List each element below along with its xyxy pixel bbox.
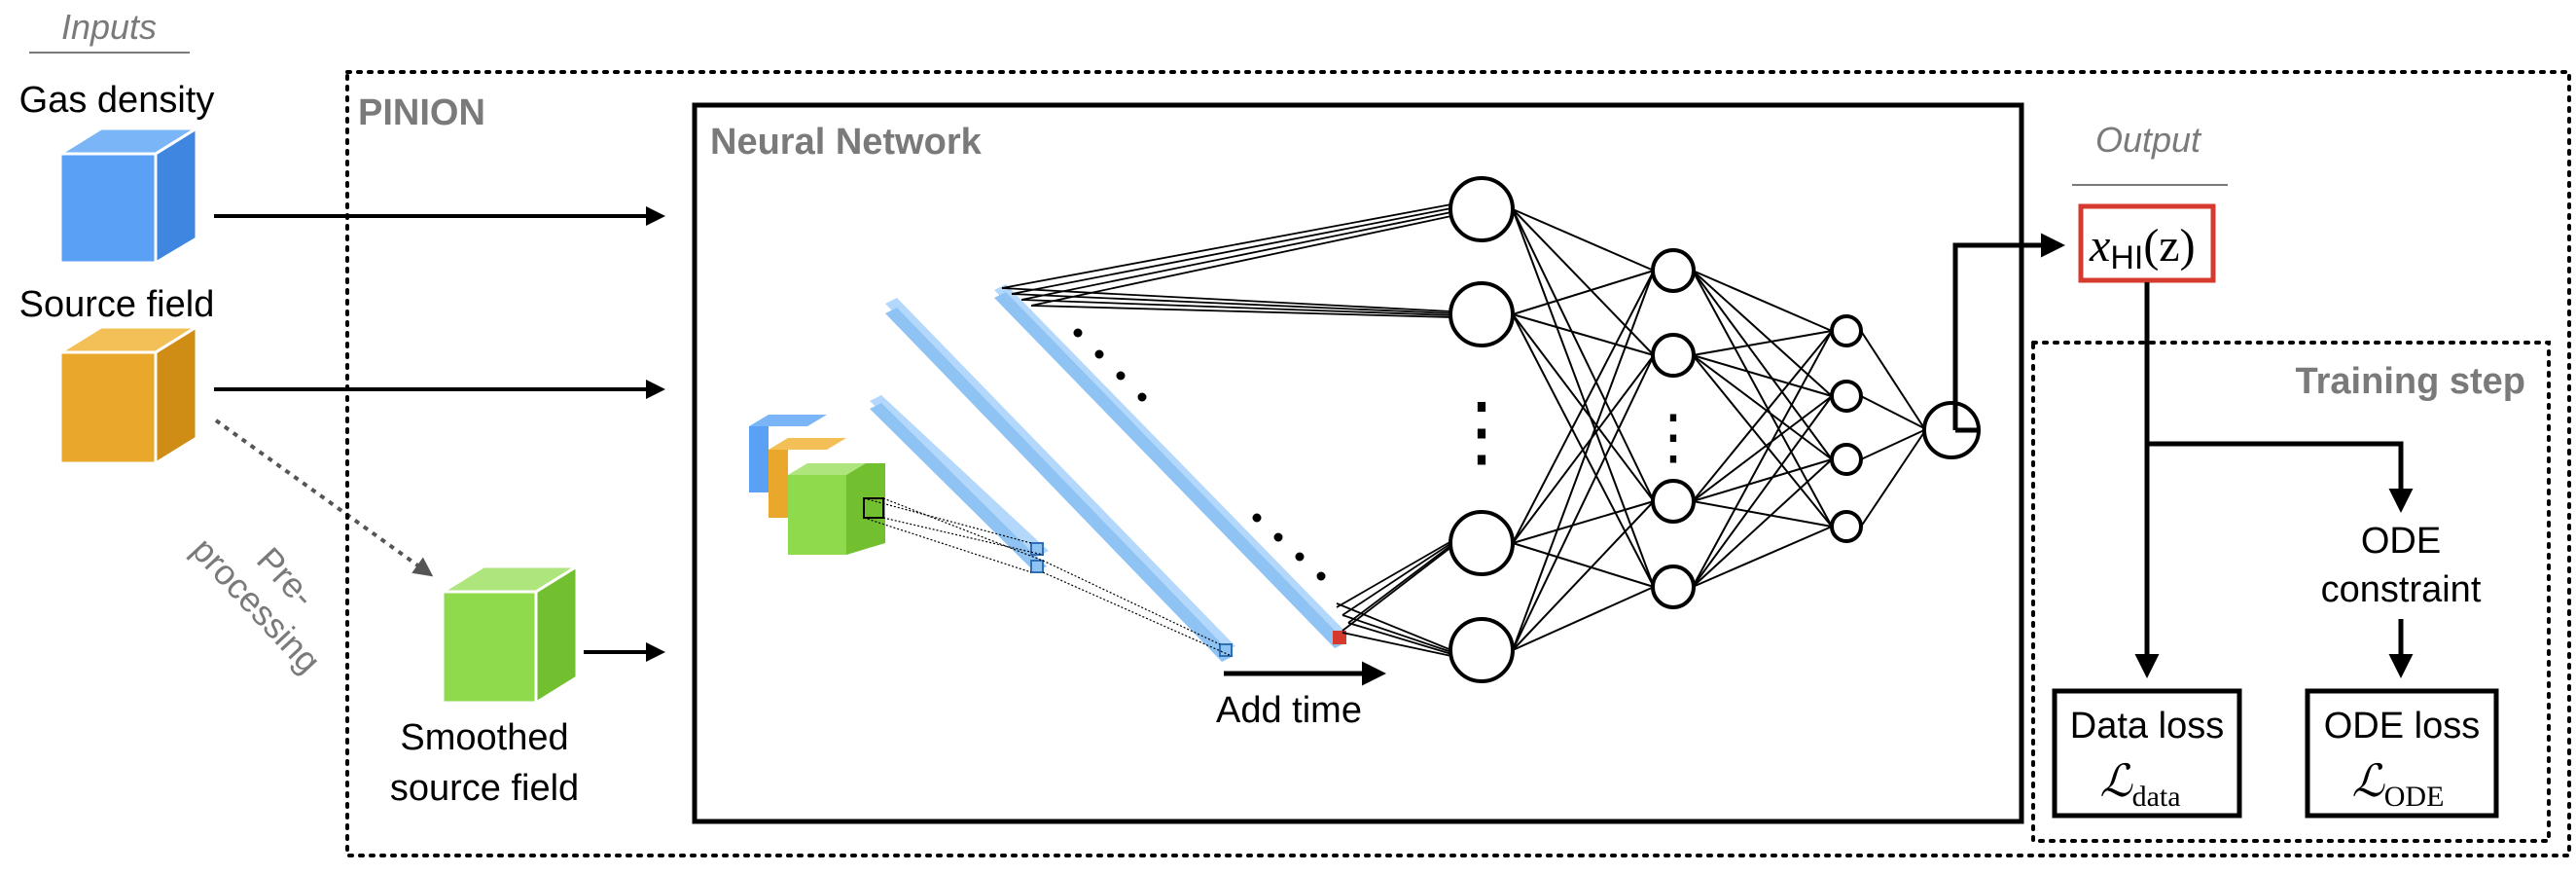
ode-loss-box xyxy=(2305,688,2499,819)
filter-marker-3 xyxy=(1219,643,1233,657)
conv-layer-2 xyxy=(994,284,1348,648)
source-field-label: Source field xyxy=(19,284,215,325)
inputs-heading: Inputs xyxy=(61,7,157,47)
ode-loss-symbol: ℒODE xyxy=(2352,756,2445,813)
dense-layer-1 xyxy=(1449,176,1515,683)
dense-layer-2 xyxy=(1651,248,1696,609)
add-time-label: Add time xyxy=(1216,690,1362,731)
dense-connections-1 xyxy=(1512,208,1655,651)
neural-network-box xyxy=(692,102,2024,824)
neuron xyxy=(1830,380,1863,413)
layer-continuation-dots xyxy=(1073,328,1326,581)
ode-loss-label: ODE loss xyxy=(2324,706,2480,747)
pinion-frame: PINION xyxy=(345,70,2571,857)
neuron xyxy=(1449,617,1515,683)
neural-network-panel: Neural Network xyxy=(692,102,2024,824)
neural-network-title: Neural Network xyxy=(710,122,983,163)
filter-marker-2 xyxy=(1030,560,1044,573)
smoothed-source-label-line2: source field xyxy=(390,768,579,809)
dense-connections-2 xyxy=(1692,270,1833,588)
receptive-field-lines xyxy=(863,497,1233,657)
output-pixel-marker xyxy=(1333,631,1346,644)
neuron xyxy=(1651,479,1696,524)
conv-layer-1 xyxy=(870,298,1235,662)
training-step-title: Training step xyxy=(2296,361,2525,402)
neuron xyxy=(1449,510,1515,576)
output-variable: xHI(z) xyxy=(2089,220,2196,276)
data-loss-symbol: ℒdata xyxy=(2099,756,2180,813)
pinion-label: PINION xyxy=(358,92,485,133)
gas-density-label: Gas density xyxy=(19,80,215,121)
neuron xyxy=(1830,314,1863,347)
training-step-panel: Training step ODE constraint Data loss ℒ… xyxy=(2031,282,2551,843)
network-to-output-arrow xyxy=(1952,245,2060,433)
dense-layer-3 xyxy=(1830,314,1863,543)
preprocessing-label: Pre- processing xyxy=(184,529,329,680)
gas-density-cube xyxy=(54,126,202,266)
output-heading: Output xyxy=(2095,120,2202,160)
layer-1-ellipsis: ⋮ xyxy=(1443,389,1521,475)
data-loss-label: Data loss xyxy=(2070,706,2224,747)
neuron xyxy=(1651,333,1696,378)
layer-2-ellipsis: ⋮ xyxy=(1643,405,1703,471)
fan-in-lines xyxy=(1001,203,1452,657)
neuron xyxy=(1651,564,1696,609)
filter-marker-1 xyxy=(1030,542,1044,556)
svg-text:processing: processing xyxy=(184,529,329,680)
neuron xyxy=(1830,443,1863,476)
neuron xyxy=(1449,176,1515,242)
smoothed-source-label-line1: Smoothed xyxy=(400,717,568,758)
ode-constraint-line1: ODE xyxy=(2361,521,2441,562)
dense-connections-3 xyxy=(1860,330,1925,528)
training-step-frame xyxy=(2031,341,2551,843)
input-stack-cube xyxy=(749,415,885,555)
smoothed-source-cube xyxy=(437,564,583,706)
output-to-ode-constraint-arrow xyxy=(2147,441,2414,513)
inputs-panel: Inputs Gas density Source field Pre- pro… xyxy=(19,7,665,809)
output-panel: Output xHI(z) xyxy=(1952,120,2228,433)
source-field-cube xyxy=(54,324,202,466)
data-loss-box xyxy=(2052,688,2242,819)
neuron xyxy=(1651,248,1696,293)
output-variable-box xyxy=(2078,203,2216,283)
preprocessing-arrow xyxy=(214,419,434,577)
ode-constraint-line2: constraint xyxy=(2321,569,2482,610)
neuron xyxy=(1449,281,1515,347)
neuron xyxy=(1830,510,1863,543)
